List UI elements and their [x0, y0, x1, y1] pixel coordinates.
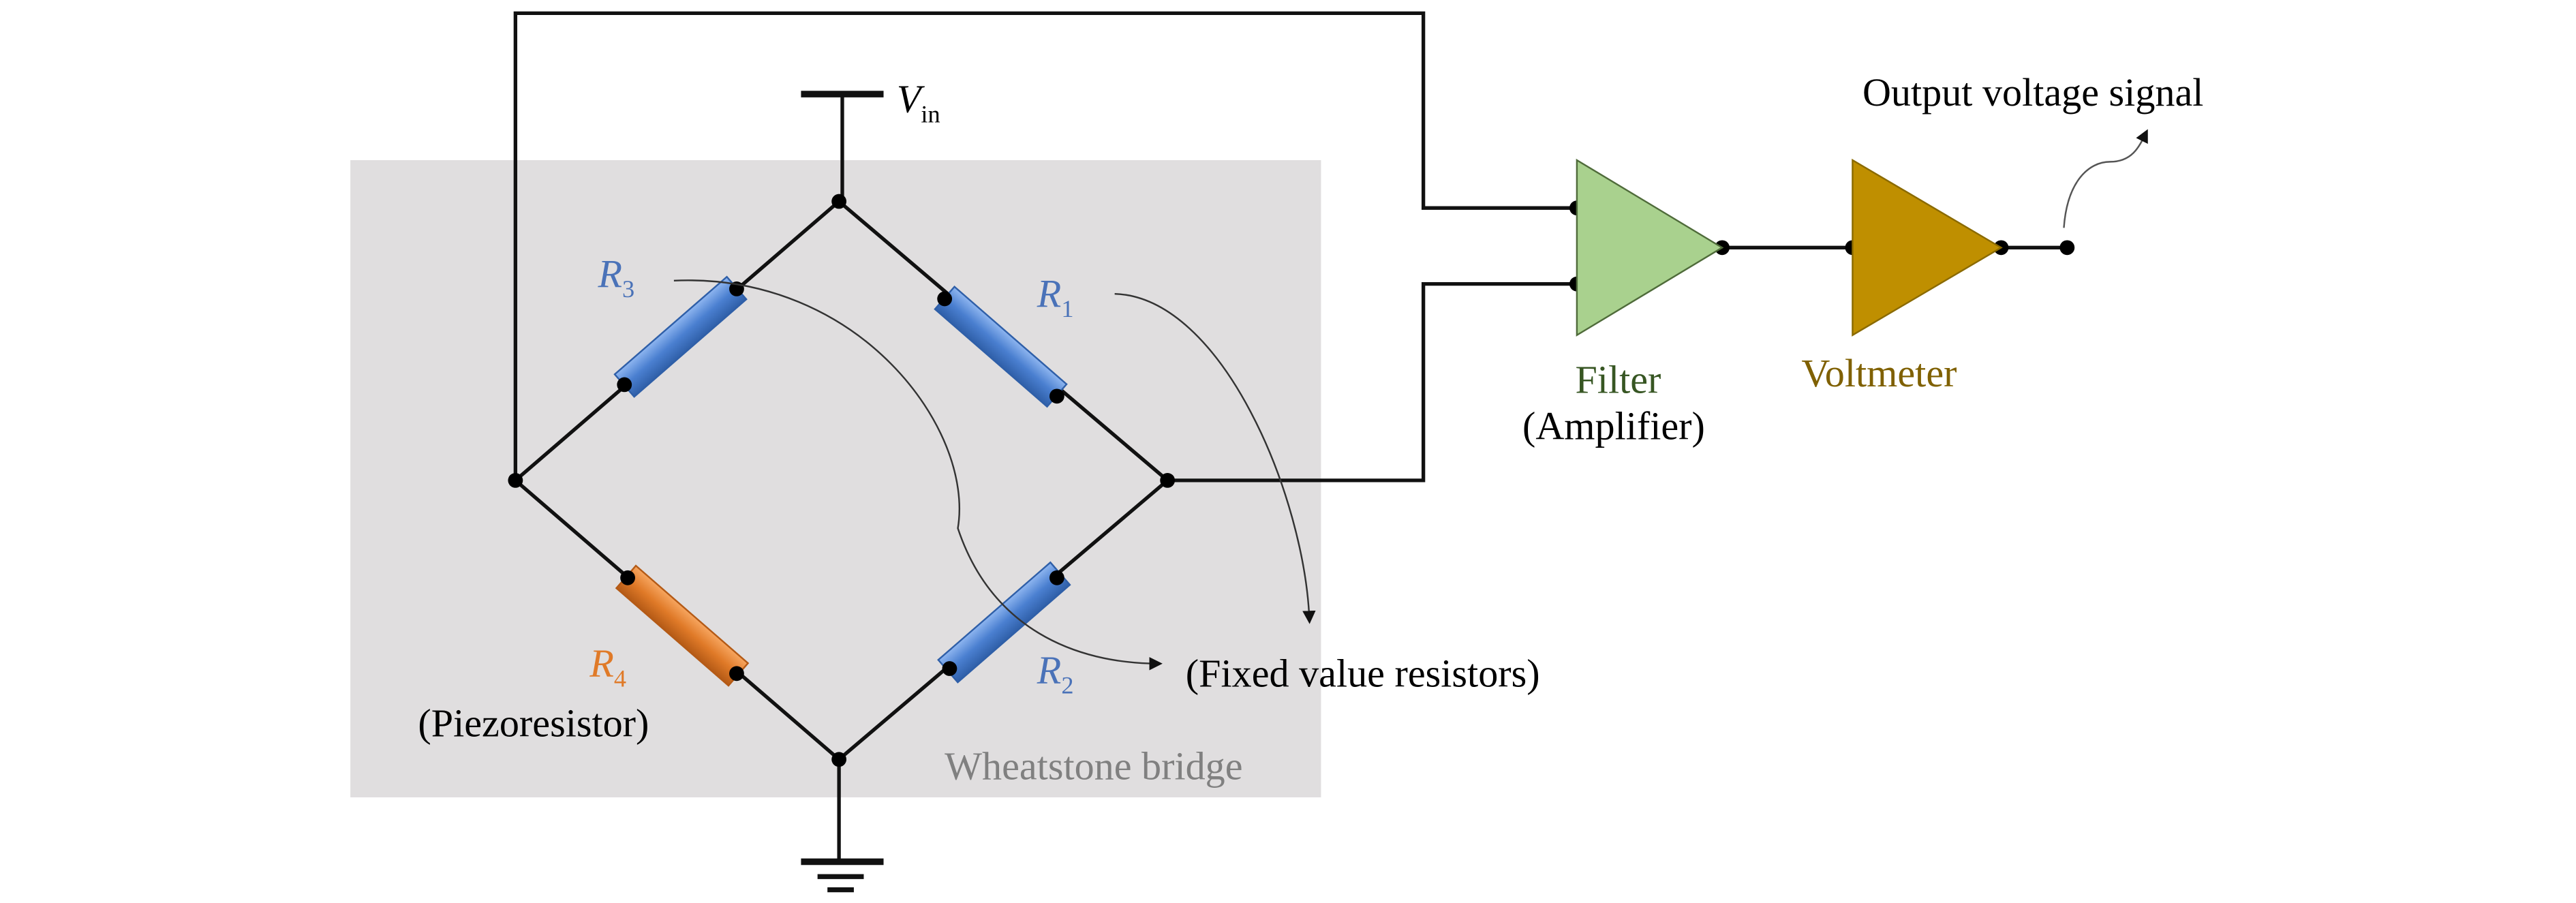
r2-label: R2	[1037, 648, 1074, 699]
output-arrow	[2063, 129, 2148, 228]
voltmeter-triangle	[1852, 158, 2003, 337]
vin-label: Vin	[897, 77, 940, 128]
filter-label: Filter	[1575, 358, 1661, 402]
voltmeter-label: Voltmeter	[1801, 351, 1957, 395]
fixed-resistors-label: (Fixed value resistors)	[1186, 652, 1540, 696]
piezoresistor-label: (Piezoresistor)	[418, 701, 649, 745]
pointer-curve-r1	[1114, 292, 1316, 624]
pointer-curve-r3	[673, 279, 1163, 671]
filter-amplifier-triangle	[1576, 158, 1724, 337]
amplifier-label: (Amplifier)	[1522, 403, 1705, 448]
r1-label: R1	[1037, 272, 1074, 323]
output-label: Output voltage signal	[1862, 70, 2203, 114]
ground-icon	[801, 858, 884, 893]
bridge-label: Wheatstone bridge	[945, 744, 1242, 788]
r4-label: R4	[589, 641, 626, 692]
r3-label: R3	[597, 251, 634, 303]
